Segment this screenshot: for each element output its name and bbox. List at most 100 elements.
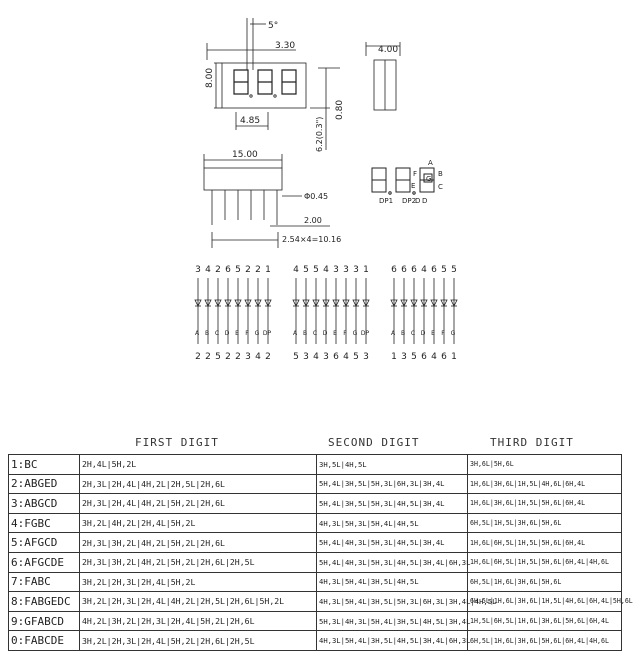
pin-number-top: 5	[441, 265, 447, 275]
segment-label: E	[235, 330, 239, 337]
seg-label-f: F	[413, 170, 417, 178]
cell-second: 4H,3L|5H,4L|3H,5L|4H,5L|3H,4L|6H,3L	[316, 630, 470, 651]
diode-symbol	[342, 299, 350, 307]
diode-symbol	[430, 299, 438, 307]
diode-symbol	[244, 299, 252, 307]
seg-label-g: G	[426, 175, 431, 183]
cell-second: 5H,4L|4H,3L|5H,3L|4H,5L|3H,4L	[316, 532, 468, 553]
pin-number-bottom: 4	[343, 352, 349, 362]
segment-label: E	[431, 330, 435, 337]
seg-label-b: B	[438, 170, 443, 178]
dim-pin-pitch: 2.54×4=10.16	[282, 235, 341, 244]
pin-number-top: 6	[225, 265, 231, 275]
diode-symbol	[204, 299, 212, 307]
diode-symbol	[264, 299, 272, 307]
pin-number-bottom: 5	[215, 352, 221, 362]
cell-second: 4H,3L|5H,4L|3H,5L|4H,5L	[316, 571, 468, 593]
cell-first: 2H,3L|3H,2L|4H,2L|5H,2L|2H,6L	[79, 532, 317, 553]
segment-label: C	[313, 330, 317, 337]
pin-number-bottom: 1	[451, 352, 457, 362]
dim-digit-width: 3.30	[275, 41, 295, 51]
pin-number-top: 2	[215, 265, 221, 275]
diode-symbol	[420, 299, 428, 307]
cell-label: 6:AFGCDE	[8, 551, 80, 573]
cell-label: 2:ABGED	[8, 473, 80, 495]
dim-side-height: 0.80	[335, 100, 345, 120]
pin-number-bottom: 1	[391, 352, 397, 362]
pin-number-bottom: 3	[245, 352, 251, 362]
cell-first: 3H,2L|2H,3L|2H,4L|5H,2L|2H,6L|2H,5L	[79, 630, 317, 651]
side-view: 4.00	[365, 42, 401, 111]
segment-label: A	[391, 330, 396, 337]
cell-second: 5H,3L|4H,3L|5H,4L|3H,5L|4H,5L|3H,4L	[316, 610, 470, 632]
segment-label: B	[205, 330, 209, 337]
seg-label-a: A	[428, 159, 433, 167]
diode-symbol	[410, 299, 418, 307]
segment-label: C	[411, 330, 415, 337]
cell-label: 4:FGBC	[8, 512, 80, 534]
pin-number-top: 2	[255, 265, 261, 275]
cell-first: 2H,3L|2H,4L|4H,2L|2H,5L|2H,6L	[79, 473, 317, 495]
cell-third: 3H,6L|5H,6L	[467, 454, 622, 475]
segment-label: C	[215, 330, 219, 337]
segment-label: D	[323, 330, 328, 337]
pin-number-bottom: 4	[255, 352, 261, 362]
table-header: FIRST DIGIT SECOND DIGIT THIRD DIGIT	[8, 432, 622, 454]
dim-pin-offset: 2.00	[304, 216, 322, 225]
dim-pin-length: 6.2(0.3")	[315, 117, 324, 152]
diode-symbol	[234, 299, 242, 307]
pin-number-top: 2	[245, 265, 251, 275]
pin-number-top: 4	[323, 265, 329, 275]
cell-second: 5H,4L|3H,5L|5H,3L|6H,3L|3H,4L	[316, 473, 468, 495]
segment-label: G	[353, 330, 358, 337]
cell-label: 1:BC	[8, 454, 80, 475]
cell-third: 1H,6L|3H,6L|1H,5L|5H,6L|6H,4L	[467, 493, 622, 514]
pin-number-top: 5	[303, 265, 309, 275]
diode-symbol	[400, 299, 408, 307]
pin-number-top: 6	[411, 265, 417, 275]
diode-symbol	[254, 299, 262, 307]
digit-truth-table: FIRST DIGIT SECOND DIGIT THIRD DIGIT 1:B…	[8, 432, 633, 651]
diode-symbol	[362, 299, 370, 307]
segment-label: E	[333, 330, 337, 337]
dim-body-width: 15.00	[232, 150, 258, 160]
diode-symbol	[302, 299, 310, 307]
pin-number-top: 6	[401, 265, 407, 275]
cell-first: 3H,2L|4H,2L|2H,4L|5H,2L	[79, 512, 317, 534]
cell-label: 8:FABGEDC	[8, 591, 80, 612]
dim-segment-offset: 4.85	[240, 116, 260, 126]
pin-number-top: 1	[265, 265, 271, 275]
cell-first: 2H,3L|2H,4L|4H,2L|5H,2L|2H,6L	[79, 493, 317, 514]
segment-label: B	[401, 330, 405, 337]
pin-number-bottom: 6	[333, 352, 339, 362]
segment-label: F	[245, 330, 249, 337]
dim-pin-diameter: Φ0.45	[304, 192, 328, 201]
pin-number-top: 4	[293, 265, 299, 275]
pin-number-bottom: 2	[265, 352, 271, 362]
cell-label: 7:FABC	[8, 571, 80, 593]
diode-symbol	[332, 299, 340, 307]
cell-second: 4H,3L|5H,3L|5H,4L|4H,5L	[316, 512, 468, 534]
segment-diagram: A B C D E F G DP1 DP2 D	[371, 159, 443, 205]
pin-number-top: 3	[195, 265, 201, 275]
pin-number-top: 5	[235, 265, 241, 275]
pin-number-top: 4	[421, 265, 427, 275]
segment-label: A	[195, 330, 200, 337]
cell-first: 4H,2L|3H,2L|2H,3L|2H,4L|5H,2L|2H,6L	[79, 610, 317, 632]
diode-symbol	[224, 299, 232, 307]
cell-second: 5H,4L|4H,3L|5H,3L|4H,5L|3H,4L|6H,3L	[316, 551, 470, 573]
cell-second: 5H,4L|3H,5L|5H,3L|4H,5L|3H,4L	[316, 493, 468, 514]
pin-number-top: 5	[313, 265, 319, 275]
pin-number-bottom: 6	[441, 352, 447, 362]
dim-height: 8.00	[205, 68, 215, 88]
cell-second: 3H,5L|4H,5L	[316, 454, 468, 475]
pin-number-top: 3	[353, 265, 359, 275]
pin-number-bottom: 3	[363, 352, 369, 362]
segment-label: G	[255, 330, 260, 337]
cell-third: 1H,5L|6H,5L|1H,6L|3H,6L|5H,6L|6H,4L	[467, 610, 622, 632]
